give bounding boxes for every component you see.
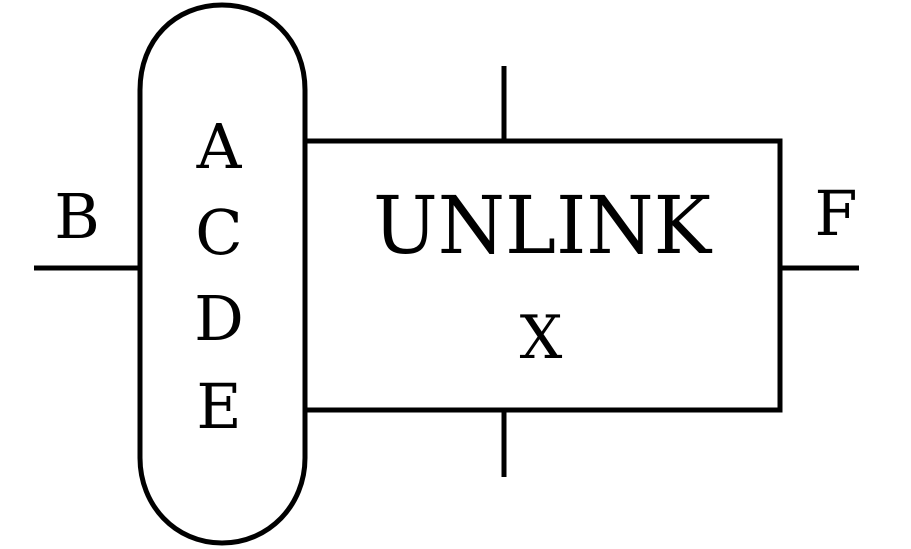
box-subtitle: X [520, 303, 563, 373]
capsule-label-a: A [196, 110, 243, 183]
left-input-label: B [54, 180, 100, 253]
box-title: UNLINK [373, 179, 712, 272]
capsule-label-d: D [194, 282, 244, 355]
capsule-label-e: E [196, 370, 241, 443]
unlink-box [302, 138, 783, 413]
capsule-shape [137, 2, 308, 546]
capsule-label-c: C [195, 196, 242, 269]
right-output-label: F [814, 177, 857, 250]
